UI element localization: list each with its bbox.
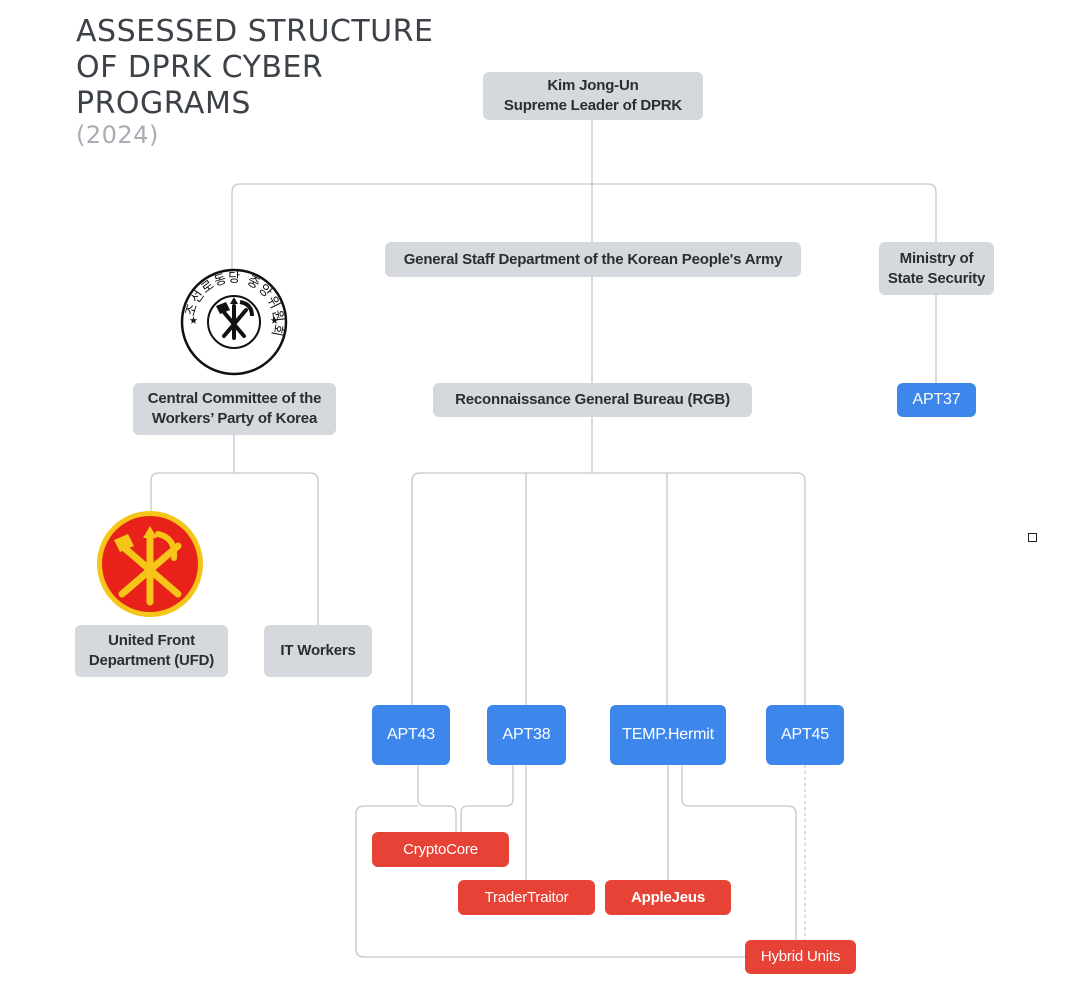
node-hybrid-units: Hybrid Units — [745, 940, 856, 974]
title-line: OF DPRK CYBER — [76, 50, 324, 85]
title-line: PROGRAMS — [76, 86, 251, 121]
node-line: Reconnaissance General Bureau (RGB) — [455, 391, 730, 408]
node-applejeus: AppleJeus — [605, 880, 731, 915]
node-line: United Front — [108, 632, 195, 649]
node-line: General Staff Department of the Korean P… — [403, 250, 783, 268]
node-apt37: APT37 — [897, 383, 976, 417]
node-line: Supreme Leader of DPRK — [503, 97, 683, 114]
node-line: APT37 — [912, 391, 961, 408]
node-general-staff-department: General Staff Department of the Korean P… — [385, 242, 801, 277]
node-united-front-department: United Front Department (UFD) — [75, 625, 228, 677]
node-line: Department (UFD) — [88, 652, 215, 669]
node-line: Workers’ Party of Korea — [151, 410, 318, 427]
title-line: ASSESSED STRUCTURE — [76, 14, 434, 49]
node-central-committee: Central Committee of the Workers’ Party … — [133, 383, 336, 435]
node-it-workers: IT Workers — [264, 625, 372, 677]
node-line: TraderTraitor — [484, 888, 569, 906]
node-line: Central Committee of the — [147, 390, 322, 407]
node-apt45: APT45 — [766, 705, 844, 765]
node-line: APT43 — [387, 726, 435, 743]
node-temp-hermit: TEMP.Hermit — [610, 705, 726, 765]
node-line: APT38 — [502, 726, 551, 743]
node-line: Kim Jong-Un — [547, 77, 639, 94]
node-line: CryptoCore — [403, 840, 478, 858]
diagram-title: ASSESSED STRUCTURE OF DPRK CYBER PROGRAM… — [76, 14, 436, 122]
node-line: AppleJeus — [630, 888, 706, 906]
node-cryptocore: CryptoCore — [372, 832, 509, 867]
node-apt38: APT38 — [487, 705, 566, 765]
node-line: APT45 — [781, 726, 829, 743]
title-year: (2024) — [76, 121, 159, 149]
node-kim-jong-un: Kim Jong-Un Supreme Leader of DPRK — [483, 72, 703, 120]
node-line: State Security — [887, 269, 986, 287]
node-line: Hybrid Units — [760, 948, 841, 965]
small-square-marker — [1028, 533, 1037, 542]
node-apt43: APT43 — [372, 705, 450, 765]
node-ministry-of-state-security: Ministry of State Security — [879, 242, 994, 295]
workers-party-emblem-icon — [97, 511, 203, 617]
central-committee-seal-icon: 조선로동당 중앙위원회 — [180, 268, 288, 376]
node-tradertraitor: TraderTraitor — [458, 880, 595, 915]
node-rgb: Reconnaissance General Bureau (RGB) — [433, 383, 752, 417]
node-line: IT Workers — [280, 642, 356, 659]
node-line: Ministry of — [899, 249, 974, 267]
node-line: TEMP.Hermit — [622, 726, 714, 743]
